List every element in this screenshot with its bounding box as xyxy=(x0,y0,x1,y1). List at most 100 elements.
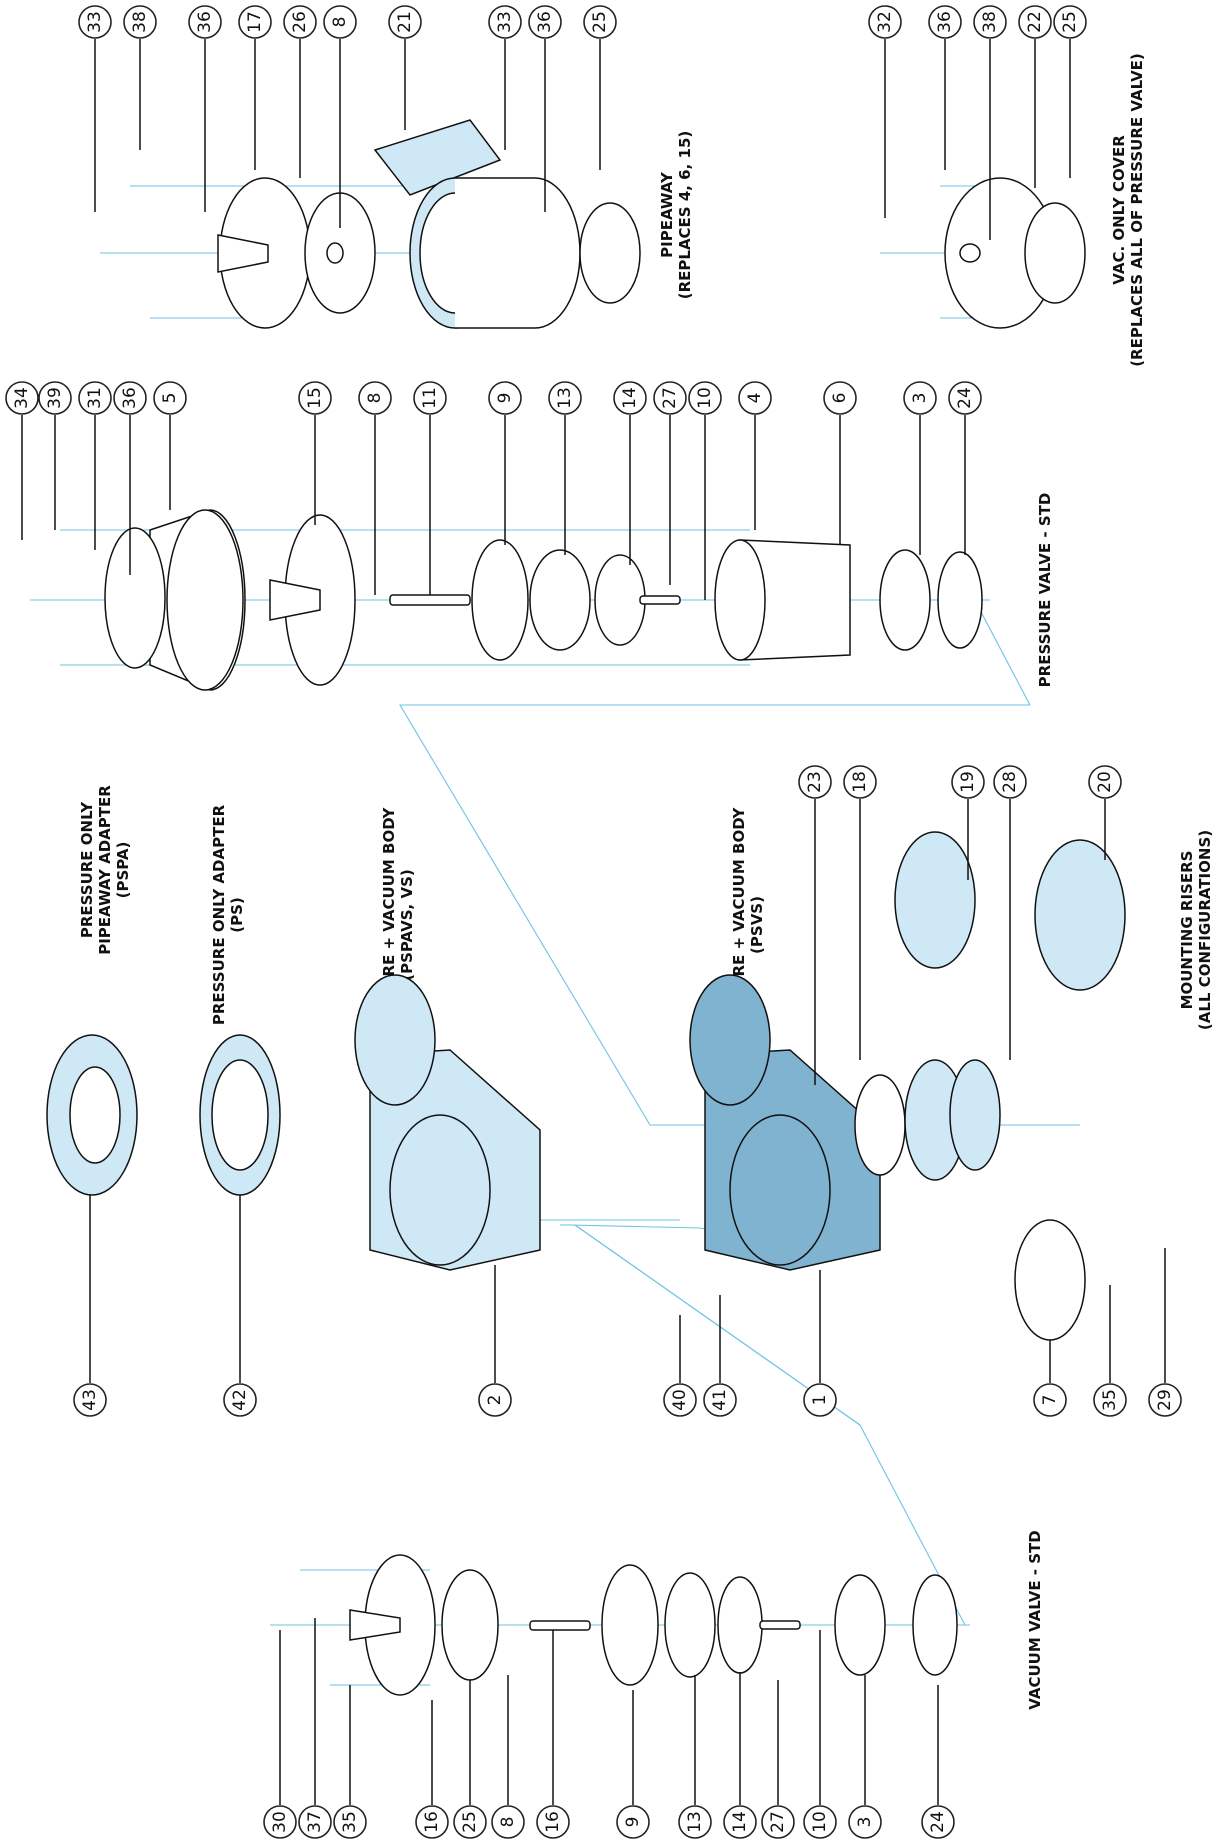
callout-number: 7 xyxy=(1040,1395,1060,1406)
svg-text:VAC. ONLY COVER: VAC. ONLY COVER xyxy=(1110,135,1128,285)
callout-number: 19 xyxy=(958,771,978,793)
callout-number: 29 xyxy=(1155,1389,1175,1411)
callout-30: 30 xyxy=(263,1805,297,1839)
svg-text:MOUNTING RISERS: MOUNTING RISERS xyxy=(1178,851,1196,1010)
callout-5: 5 xyxy=(153,381,187,415)
callout-42: 42 xyxy=(223,1383,257,1417)
callout-number: 18 xyxy=(850,771,870,793)
callout-number: 28 xyxy=(1000,771,1020,793)
callout-number: 8 xyxy=(365,393,385,404)
callout-number: 33 xyxy=(495,11,515,33)
callout-number: 21 xyxy=(395,11,415,33)
callout-17: 17 xyxy=(238,5,272,39)
callout-25: 25 xyxy=(1053,5,1087,39)
callout-number: 24 xyxy=(955,387,975,409)
callout-number: 43 xyxy=(80,1389,100,1411)
callout-number: 10 xyxy=(695,387,715,409)
callout-25: 25 xyxy=(583,5,617,39)
callout-number: 11 xyxy=(420,387,440,409)
callout-36: 36 xyxy=(528,5,562,39)
callout-number: 35 xyxy=(1100,1389,1120,1411)
callout-8: 8 xyxy=(491,1805,525,1839)
callout-number: 8 xyxy=(498,1817,518,1828)
callout-number: 5 xyxy=(160,393,180,404)
callout-36: 36 xyxy=(188,5,222,39)
callout-20: 20 xyxy=(1088,765,1122,799)
callout-43: 43 xyxy=(73,1383,107,1417)
callout-19: 19 xyxy=(951,765,985,799)
callout-number: 36 xyxy=(535,11,555,33)
callout-3: 3 xyxy=(848,1805,882,1839)
callout-33: 33 xyxy=(488,5,522,39)
callout-number: 26 xyxy=(290,11,310,33)
callout-31: 31 xyxy=(78,381,112,415)
callout-29: 29 xyxy=(1148,1383,1182,1417)
callout-14: 14 xyxy=(613,381,647,415)
callout-7: 7 xyxy=(1033,1383,1067,1417)
callout-number: 23 xyxy=(805,771,825,793)
callout-number: 22 xyxy=(1025,11,1045,33)
callout-number: 14 xyxy=(620,387,640,409)
heading-pipeaway: PIPEAWAY (REPLACES 4, 6, 15) xyxy=(658,131,694,300)
svg-text:PRESSURE ONLY: PRESSURE ONLY xyxy=(78,801,96,938)
callout-34: 34 xyxy=(5,381,39,415)
callout-3: 3 xyxy=(903,381,937,415)
callout-number: 38 xyxy=(130,11,150,33)
callout-27: 27 xyxy=(761,1805,795,1839)
callout-number: 4 xyxy=(745,393,765,404)
svg-text:PRESSURE ONLY ADAPTER: PRESSURE ONLY ADAPTER xyxy=(210,804,228,1025)
pipeaway-outlet-flange xyxy=(373,119,502,196)
callout-number: 33 xyxy=(85,11,105,33)
callout-11: 11 xyxy=(413,381,447,415)
callout-number: 39 xyxy=(45,387,65,409)
pipeaway-assembly xyxy=(217,119,641,329)
callout-41: 41 xyxy=(703,1383,737,1417)
callout-number: 27 xyxy=(660,387,680,409)
callout-number: 16 xyxy=(543,1811,563,1833)
callout-24: 24 xyxy=(921,1805,955,1839)
callout-27: 27 xyxy=(653,381,687,415)
callout-number: 17 xyxy=(245,11,265,33)
callout-13: 13 xyxy=(678,1805,712,1839)
callout-number: 9 xyxy=(495,393,515,404)
callout-number: 14 xyxy=(730,1811,750,1833)
callout-number: 35 xyxy=(340,1811,360,1833)
callout-36: 36 xyxy=(928,5,962,39)
callout-1: 1 xyxy=(803,1383,837,1417)
callout-39: 39 xyxy=(38,381,72,415)
heading-vac-only-cover: VAC. ONLY COVER (REPLACES ALL OF PRESSUR… xyxy=(1110,53,1146,367)
callout-38: 38 xyxy=(973,5,1007,39)
callout-37: 37 xyxy=(298,1805,332,1839)
callout-18: 18 xyxy=(843,765,877,799)
svg-text:(PSPA): (PSPA) xyxy=(114,842,132,899)
callout-38: 38 xyxy=(123,5,157,39)
callout-number: 3 xyxy=(855,1817,875,1828)
callout-23: 23 xyxy=(798,765,832,799)
callout-22: 22 xyxy=(1018,5,1052,39)
callout-number: 42 xyxy=(230,1389,250,1411)
callout-35: 35 xyxy=(1093,1383,1127,1417)
callout-10: 10 xyxy=(688,381,722,415)
svg-text:(PS): (PS) xyxy=(228,897,246,933)
callout-number: 24 xyxy=(928,1811,948,1833)
callout-14: 14 xyxy=(723,1805,757,1839)
pressure-valve-assembly xyxy=(104,509,983,691)
callout-number: 25 xyxy=(590,11,610,33)
callout-number: 15 xyxy=(305,387,325,409)
callout-16: 16 xyxy=(415,1805,449,1839)
leader-lines xyxy=(21,39,1166,1805)
callout-15: 15 xyxy=(298,381,332,415)
svg-text:VACUUM VALVE - STD: VACUUM VALVE - STD xyxy=(1026,1530,1044,1709)
svg-text:PIPEAWAY ADAPTER: PIPEAWAY ADAPTER xyxy=(96,785,114,955)
callout-number: 1 xyxy=(810,1395,830,1406)
callout-number: 16 xyxy=(422,1811,442,1833)
callout-number: 38 xyxy=(980,11,1000,33)
heading-vacuum-valve: VACUUM VALVE - STD xyxy=(1026,1530,1044,1709)
callout-number: 32 xyxy=(875,11,895,33)
svg-text:PIPEAWAY: PIPEAWAY xyxy=(658,171,676,258)
callout-13: 13 xyxy=(548,381,582,415)
callout-10: 10 xyxy=(803,1805,837,1839)
callout-number: 41 xyxy=(710,1389,730,1411)
